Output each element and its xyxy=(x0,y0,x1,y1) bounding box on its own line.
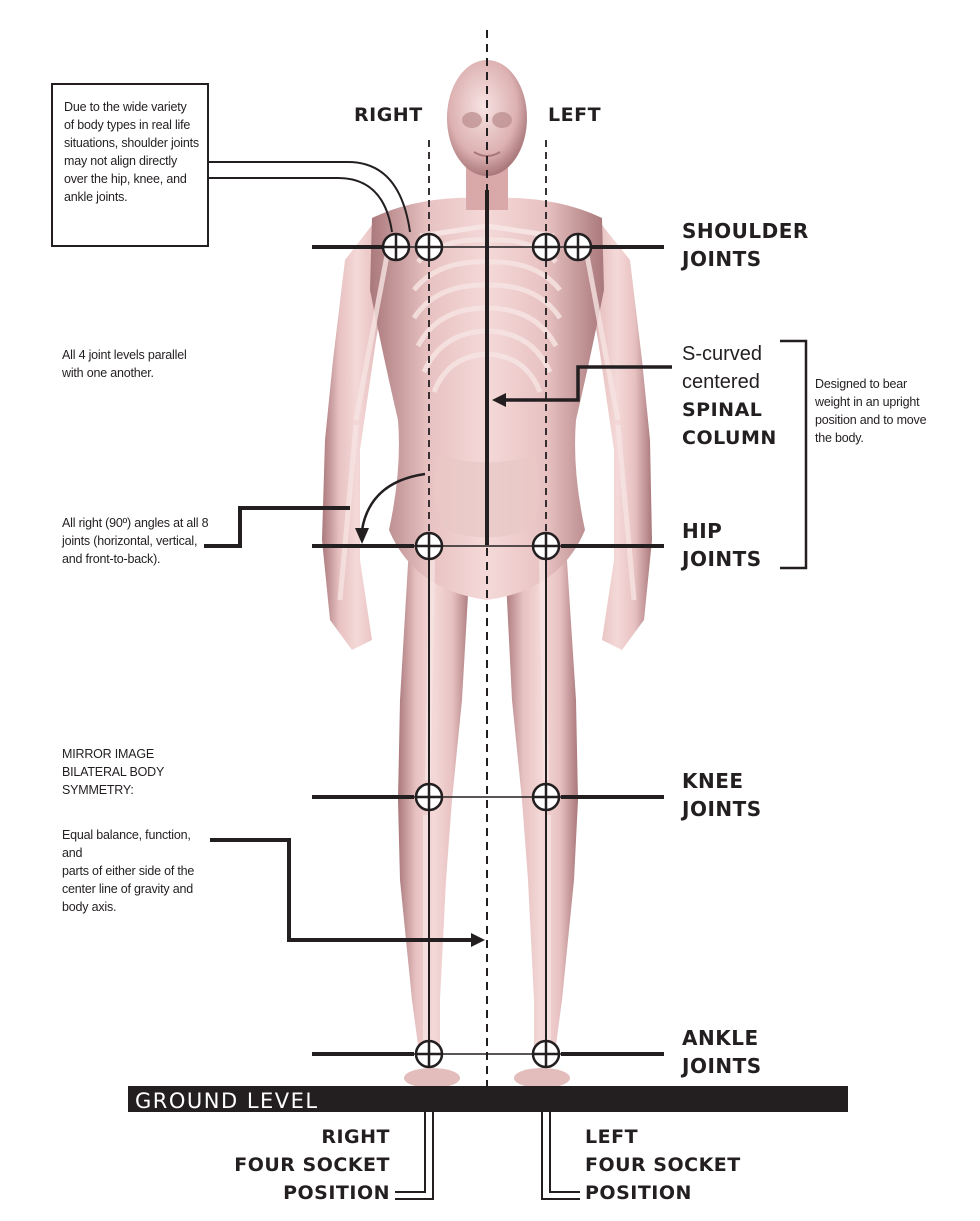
spinal-column-line1: S-curved xyxy=(682,343,763,365)
left-shoulder-joint-marker xyxy=(563,232,593,262)
spinal-column-line3: SPINAL xyxy=(682,399,763,421)
left-socket-arrow xyxy=(541,1105,580,1200)
right-side-label: RIGHT xyxy=(354,104,423,126)
right-shoulder-joint-marker xyxy=(381,232,411,262)
left-foot xyxy=(514,1068,570,1088)
hip-joints-label: HIP JOINTS xyxy=(682,519,762,571)
spinal-column-leader xyxy=(505,365,672,402)
symmetry-title: MIRROR IMAGE BILATERAL BODY SYMMETRY: xyxy=(62,747,165,797)
right-shoulder-joint-aligned-marker xyxy=(414,232,444,262)
left-four-socket-label: LEFT FOUR SOCKET POSITION xyxy=(585,1126,741,1204)
spinal-column-line4: COLUMN xyxy=(682,427,777,449)
spinal-column-arrowhead xyxy=(492,393,506,407)
symmetry-leader xyxy=(210,838,472,942)
shoulder-alignment-note: Due to the wide variety of body types in… xyxy=(64,100,199,204)
ground-level-label: GROUND LEVEL xyxy=(135,1089,319,1113)
spinal-column-line2: centered xyxy=(682,371,760,393)
right-knee-joint-marker xyxy=(414,782,444,812)
right-angles-note: All right (90º) angles at all 8 joints (… xyxy=(62,516,209,566)
knee-joints-label: KNEE JOINTS xyxy=(682,769,762,821)
right-angle-arrowhead xyxy=(355,528,369,544)
right-hip-joint-marker xyxy=(414,531,444,561)
ground-level-bar xyxy=(128,1086,848,1112)
left-side-label: LEFT xyxy=(548,104,602,126)
spinal-column-label: S-curved centered SPINAL COLUMN xyxy=(682,340,777,452)
right-ankle-joint-marker xyxy=(414,1039,444,1069)
shoulder-note-leader xyxy=(208,161,411,233)
left-hip-joint-marker xyxy=(531,531,561,561)
right-socket-arrow xyxy=(395,1105,434,1200)
right-four-socket-label: RIGHT FOUR SOCKET POSITION xyxy=(234,1126,390,1204)
left-shoulder-joint-aligned-marker xyxy=(531,232,561,262)
left-ankle-joint-marker xyxy=(531,1039,561,1069)
shoulder-note-box xyxy=(51,83,209,247)
right-foot xyxy=(404,1068,460,1088)
left-knee-joint-marker xyxy=(531,782,561,812)
ankle-joints-label: ANKLE JOINTS xyxy=(682,1026,762,1078)
parallel-levels-note: All 4 joint levels parallel with one ano… xyxy=(62,348,187,380)
right-angles-leader xyxy=(204,506,350,548)
symmetry-note: Equal balance, function, and parts of ei… xyxy=(62,828,195,914)
spine-function-note: Designed to bear weight in an upright po… xyxy=(815,377,927,445)
rib-cage xyxy=(411,237,563,393)
symmetry-arrowhead xyxy=(471,933,485,947)
spine-bracket xyxy=(780,339,808,570)
right-angle-curved-arrow xyxy=(360,472,426,531)
shoulder-joints-label: SHOULDER JOINTS xyxy=(682,219,809,271)
